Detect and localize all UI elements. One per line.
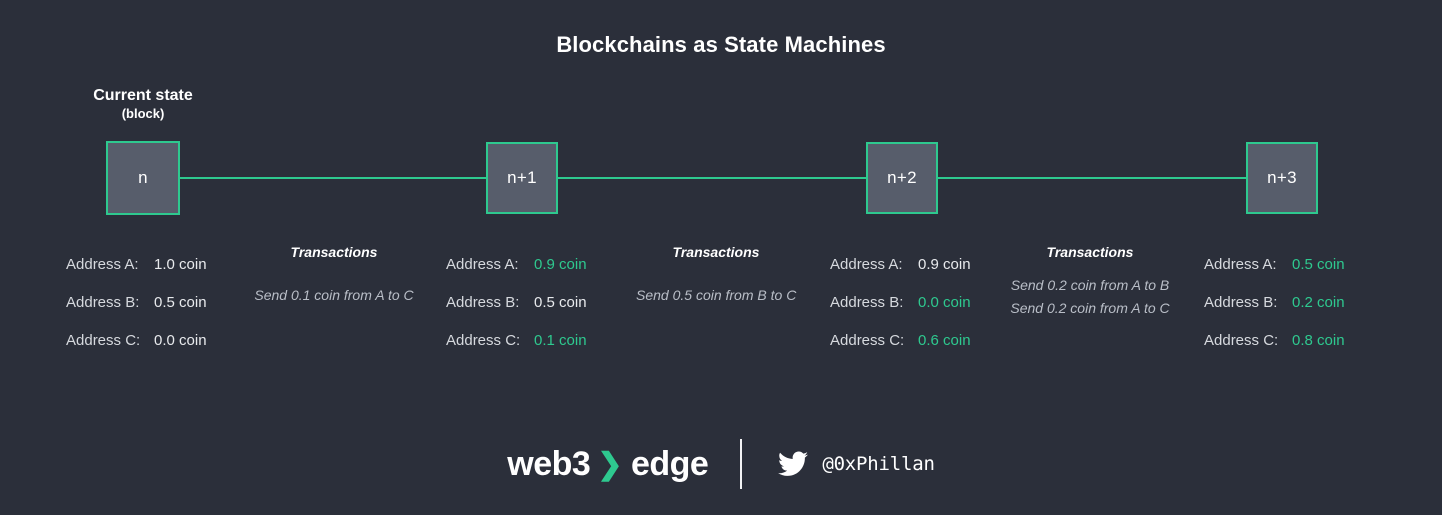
logo-word-edge: edge (630, 444, 709, 483)
block-n-plus-1-label: n+1 (507, 168, 537, 187)
address-value: 0.9 coin (918, 256, 971, 273)
state-row: Address A: 0.9 coin (830, 256, 971, 294)
transactions-heading: Transactions (1046, 244, 1134, 260)
block-n-plus-1[interactable]: n+1 (486, 142, 558, 214)
current-state-line1: Current state (93, 87, 193, 104)
address-value: 0.0 coin (154, 332, 207, 349)
address-value: 0.8 coin (1292, 332, 1345, 349)
address-label: Address C: (1204, 332, 1279, 349)
transactions-group-3: Transactions Send 0.2 coin from A to B S… (1010, 244, 1170, 320)
chain-connector-n1-to-n2 (556, 177, 868, 179)
address-value: 0.5 coin (154, 294, 207, 311)
footer-divider (740, 439, 743, 489)
block-n-plus-3-label: n+3 (1267, 168, 1297, 187)
state-column-n: Address A: 1.0 coin Address B: 0.5 coin … (66, 256, 207, 370)
state-row: Address B: 0.5 coin (66, 294, 207, 332)
transaction-line: Send 0.5 coin from B to C (636, 287, 797, 303)
state-column-n-plus-3: Address A: 0.5 coin Address B: 0.2 coin … (1204, 256, 1345, 370)
address-value: 0.1 coin (534, 332, 587, 349)
twitter-credit[interactable]: @0xPhillan (778, 451, 935, 477)
current-state-label: Current state (block) (66, 86, 220, 122)
state-row: Address A: 0.5 coin (1204, 256, 1345, 294)
logo-word-web3: web3 (507, 444, 591, 483)
transactions-heading: Transactions (290, 244, 378, 260)
address-label: Address A: (446, 256, 519, 273)
address-label: Address B: (66, 294, 140, 311)
state-row: Address C: 0.8 coin (1204, 332, 1345, 370)
address-label: Address B: (830, 294, 904, 311)
address-value: 0.2 coin (1292, 294, 1345, 311)
block-n-plus-2[interactable]: n+2 (866, 142, 938, 214)
address-label: Address C: (830, 332, 905, 349)
web3edge-logo: web3 ❯ edge (507, 444, 709, 484)
block-n-plus-2-label: n+2 (887, 168, 917, 187)
state-row: Address C: 0.6 coin (830, 332, 971, 370)
chain-connector-n2-to-n3 (936, 177, 1248, 179)
footer: web3 ❯ edge @0xPhillan (0, 433, 1442, 495)
address-label: Address C: (446, 332, 521, 349)
transaction-line: Send 0.1 coin from A to C (254, 287, 414, 303)
chain-connector-n-to-n1 (180, 177, 488, 179)
state-row: Address B: 0.5 coin (446, 294, 587, 332)
state-row: Address B: 0.0 coin (830, 294, 971, 332)
state-row: Address A: 0.9 coin (446, 256, 587, 294)
state-row: Address A: 1.0 coin (66, 256, 207, 294)
page-title: Blockchains as State Machines (556, 32, 886, 57)
state-row: Address C: 0.1 coin (446, 332, 587, 370)
state-row: Address B: 0.2 coin (1204, 294, 1345, 332)
block-n[interactable]: n (106, 141, 180, 215)
address-label: Address B: (1204, 294, 1278, 311)
address-label: Address A: (1204, 256, 1277, 273)
block-n-label: n (138, 168, 148, 187)
twitter-bird-icon (778, 451, 809, 477)
address-value: 0.9 coin (534, 256, 587, 273)
transactions-group-2: Transactions Send 0.5 coin from B to C (636, 244, 796, 307)
address-label: Address A: (66, 256, 139, 273)
transactions-heading: Transactions (672, 244, 760, 260)
state-column-n-plus-2: Address A: 0.9 coin Address B: 0.0 coin … (830, 256, 971, 370)
twitter-handle: @0xPhillan (822, 453, 935, 475)
transaction-line: Send 0.2 coin from A to B (1010, 277, 1170, 293)
address-value: 1.0 coin (154, 256, 207, 273)
block-n-plus-3[interactable]: n+3 (1246, 142, 1318, 214)
current-state-line2: (block) (121, 106, 165, 121)
address-value: 0.5 coin (534, 294, 587, 311)
address-value: 0.6 coin (918, 332, 971, 349)
state-row: Address C: 0.0 coin (66, 332, 207, 370)
transactions-group-1: Transactions Send 0.1 coin from A to C (254, 244, 414, 307)
address-label: Address C: (66, 332, 141, 349)
address-label: Address B: (446, 294, 520, 311)
chevron-right-icon: ❯ (597, 447, 622, 481)
transaction-line: Send 0.2 coin from A to C (1010, 300, 1170, 316)
address-value: 0.5 coin (1292, 256, 1345, 273)
state-column-n-plus-1: Address A: 0.9 coin Address B: 0.5 coin … (446, 256, 587, 370)
address-label: Address A: (830, 256, 903, 273)
address-value: 0.0 coin (918, 294, 971, 311)
